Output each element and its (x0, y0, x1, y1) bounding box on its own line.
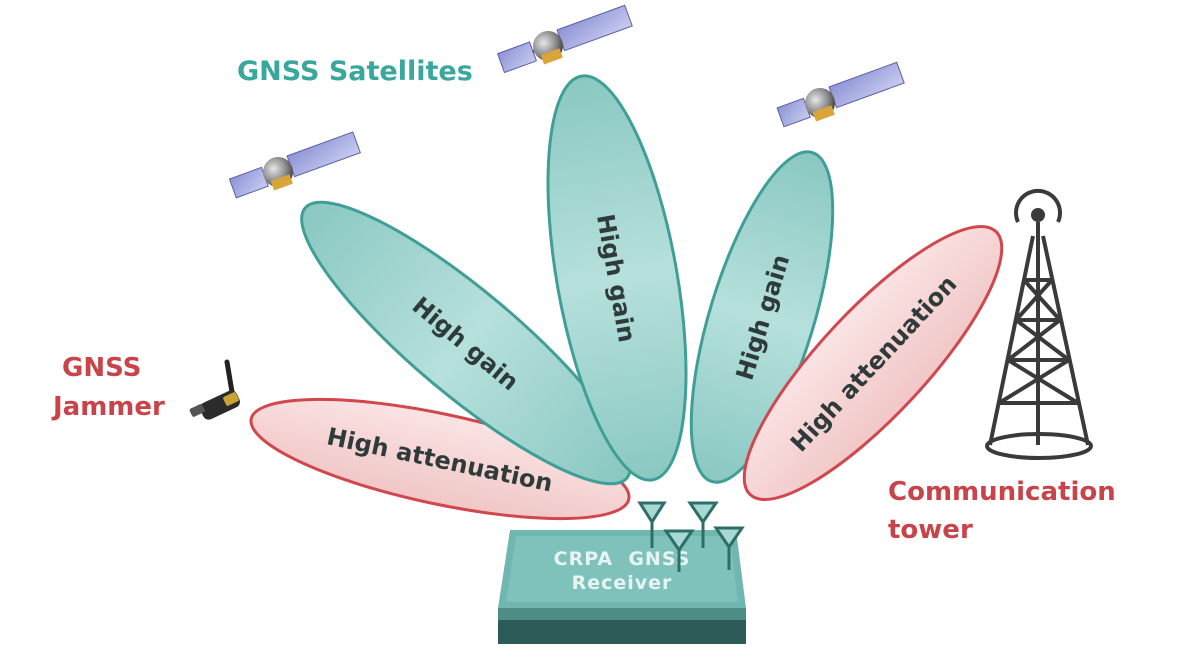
antenna-icon (687, 501, 719, 548)
antenna-icon (637, 501, 667, 548)
satellite-icon (496, 4, 633, 74)
satellite-icon (776, 61, 905, 128)
tower-icon (985, 188, 1093, 460)
tower-label-line2: tower (888, 515, 973, 545)
satellites-label: GNSS Satellites (237, 56, 473, 87)
jammer-icon (189, 359, 240, 420)
receiver-label-line1: CRPA GNSS (554, 548, 691, 570)
lobe-gain-right: High gain (689, 150, 835, 484)
receiver-label-line2: Receiver (572, 572, 673, 594)
jammer-label-line2: Jammer (51, 392, 165, 422)
tower-label-line1: Communication (888, 477, 1116, 507)
lobe-gain-left: High gain (300, 200, 632, 486)
satellite-icon (228, 131, 361, 199)
lobe-gain-center: High gain (546, 74, 688, 482)
antenna-icon (663, 529, 695, 572)
crpa-receiver: CRPA GNSS Receiver (498, 530, 746, 644)
antenna-icon (713, 526, 745, 570)
jammer-label-line1: GNSS (62, 353, 141, 383)
